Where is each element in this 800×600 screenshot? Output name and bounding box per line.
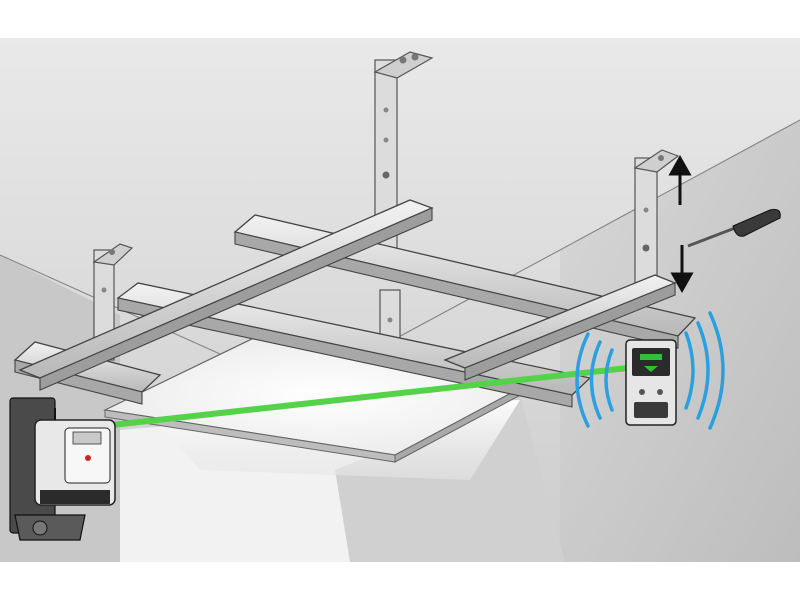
laser-beam: [109, 365, 631, 428]
ceiling-cross-rail: [443, 274, 677, 381]
mounting-bracket-icon: [633, 149, 680, 289]
ceiling-cross-rail: [18, 199, 434, 391]
rotating-laser-icon: [9, 397, 116, 541]
adjust-arrows-icon: [668, 154, 694, 294]
laser-receiver-icon: [625, 339, 677, 426]
signal-wave-icon: [575, 311, 725, 430]
screwdriver-icon: [687, 208, 781, 248]
